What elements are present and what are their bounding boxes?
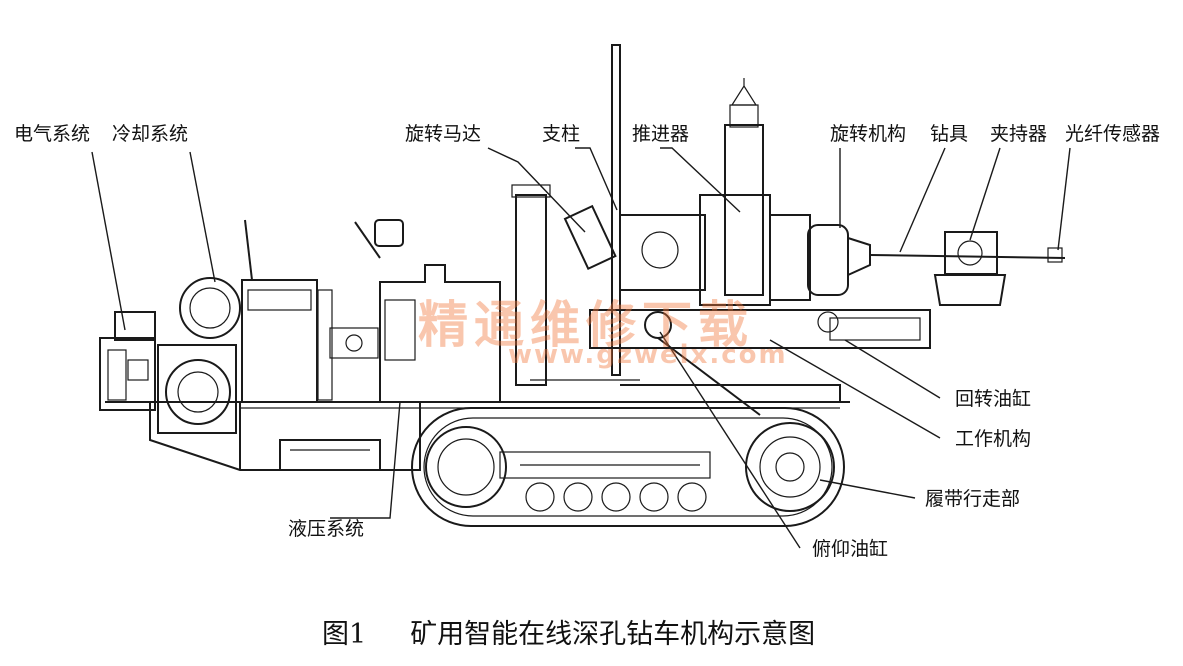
cooling-unit [157,277,241,434]
label-propeller: 推进器 [632,123,690,145]
figure-caption: 图1 矿用智能在线深孔钻车机构示意图 [322,612,815,651]
label-drill-tool: 钻具 [930,123,969,145]
label-electrical-system: 电气系统 [14,123,91,145]
watermark-url: www.gzweix.com [508,340,788,370]
crawler-unit [411,407,845,527]
label-working-mechanism: 工作机构 [955,428,1032,450]
hydraulic-tank [241,219,379,403]
control-body [354,219,501,402]
figure-number: 图1 [322,619,367,650]
figure-title: 矿用智能在线深孔钻车机构示意图 [410,619,816,650]
working-beam [530,309,931,416]
electrical-cabinet [99,311,156,411]
label-cooling-system: 冷却系统 [112,123,189,145]
label-pitch-cylinder: 俯仰油缸 [812,538,889,560]
label-rotary-cylinder: 回转油缸 [955,388,1032,410]
rotary-motor-assembly [511,44,621,386]
label-rotary-motor: 旋转马达 [405,123,482,145]
leader-lines [91,147,1071,549]
propeller-mast [699,78,771,306]
label-rotary-mechanism: 旋转机构 [830,123,907,145]
rotary-head [619,214,871,301]
drill-rod-and-clamp [869,231,1066,306]
label-fiber-sensor: 光纤传感器 [1065,123,1161,145]
label-crawler-unit: 履带行走部 [925,488,1021,510]
label-hydraulic-system: 液压系统 [288,518,365,540]
label-clamp: 夹持器 [990,123,1048,145]
watermark-text: 精通维修下载 [418,296,754,354]
label-column: 支柱 [542,123,581,145]
